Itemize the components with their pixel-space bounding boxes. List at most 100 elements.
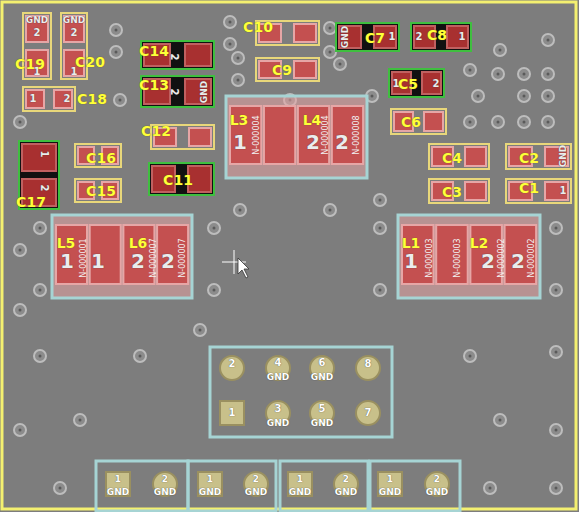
pad-label: 2 [434, 475, 440, 484]
pad-label: 1 [297, 475, 303, 484]
capacitor-outline [149, 163, 214, 195]
through-hole-pin [334, 472, 358, 496]
pad-label: 1 [71, 67, 78, 77]
through-hole-pin [425, 472, 449, 496]
via-hole [547, 121, 550, 124]
smd-pad [402, 225, 434, 284]
via [14, 424, 26, 436]
pad-label: GND [154, 488, 176, 497]
pad-label: 4 [275, 358, 282, 368]
pad-label: GND [311, 419, 333, 428]
net-name: N-000008 [353, 115, 361, 154]
pad-label: 2 [253, 475, 259, 484]
smd-pad [26, 90, 44, 108]
net-name: N-000003 [454, 238, 462, 277]
pad-label: 2 [343, 475, 349, 484]
smd-pad [447, 26, 468, 48]
net-name: N-000003 [426, 238, 434, 277]
capacitor-outline [23, 87, 75, 111]
via [484, 482, 496, 494]
capacitor-outline [336, 23, 399, 51]
pad-label: 5 [319, 404, 326, 414]
via-hole [547, 95, 550, 98]
pad-label: 2 [335, 132, 349, 152]
via-hole [39, 289, 42, 292]
via-hole [499, 419, 502, 422]
smd-pad [465, 147, 486, 166]
via-hole [19, 121, 22, 124]
via [34, 284, 46, 296]
pin-one-pad [198, 472, 222, 496]
via [550, 482, 562, 494]
via-hole [237, 57, 240, 60]
pad-label: 2 [161, 251, 175, 271]
via-hole [339, 63, 342, 66]
via [518, 68, 530, 80]
via [518, 90, 530, 102]
component-body [410, 22, 472, 52]
pad-label: 3 [275, 404, 282, 414]
reference-designator: L6 [129, 236, 148, 250]
via-hole [19, 249, 22, 252]
via [464, 350, 476, 362]
via [472, 90, 484, 102]
pad-label: 2 [169, 54, 179, 61]
via [494, 44, 506, 56]
reference-designator: C10 [243, 20, 273, 34]
pad-label: 1 [30, 94, 37, 104]
connector-courtyard [280, 461, 368, 511]
via-hole [39, 227, 42, 230]
pad-label: GND [267, 373, 289, 382]
reference-designator: C12 [141, 124, 171, 138]
net-name: N-000002 [498, 238, 506, 277]
pad-label: 2 [34, 28, 41, 38]
capacitor-outline [256, 58, 319, 81]
via-hole [499, 49, 502, 52]
via-hole [555, 227, 558, 230]
via-hole [19, 429, 22, 432]
reference-designator: C20 [75, 55, 105, 69]
smd-pad [56, 225, 87, 284]
net-name: N-000002 [528, 238, 536, 277]
pad-label: 2 [416, 32, 423, 42]
via-hole [229, 21, 232, 24]
capacitor-outline [429, 144, 489, 169]
via-group [14, 16, 562, 494]
smd-pad [465, 182, 486, 200]
pad-label: GND [107, 488, 129, 497]
pin-one-pad [288, 472, 312, 496]
reference-designator: L1 [402, 236, 421, 250]
reference-designator: C2 [519, 151, 539, 165]
via-hole [379, 199, 382, 202]
via-hole [119, 99, 122, 102]
component-body [140, 75, 215, 108]
pad-label: 2 [169, 89, 179, 96]
inductor-courtyard [398, 215, 540, 298]
via [542, 34, 554, 46]
pad-label: 1 [389, 32, 396, 42]
through-hole-pin [356, 401, 380, 425]
component-body [335, 22, 400, 52]
pad-label: GND [341, 26, 350, 48]
pad-label: 6 [319, 358, 326, 368]
reference-designator: C13 [139, 78, 169, 92]
via [224, 16, 236, 28]
via-hole [237, 79, 240, 82]
via-hole [371, 95, 374, 98]
pad-label: 2 [39, 185, 49, 192]
through-hole-pin [220, 356, 244, 380]
reference-designator: L4 [303, 113, 322, 127]
via [74, 414, 86, 426]
pad-label: 1 [115, 475, 121, 484]
reference-designator: C1 [519, 181, 539, 195]
pad-label: GND [199, 488, 221, 497]
via [232, 52, 244, 64]
via [324, 204, 336, 216]
via [224, 38, 236, 50]
via [110, 46, 122, 58]
pin-one-pad [106, 472, 130, 496]
via [54, 482, 66, 494]
through-hole-pin [356, 356, 380, 380]
via-hole [547, 39, 550, 42]
pad-label: GND [245, 488, 267, 497]
